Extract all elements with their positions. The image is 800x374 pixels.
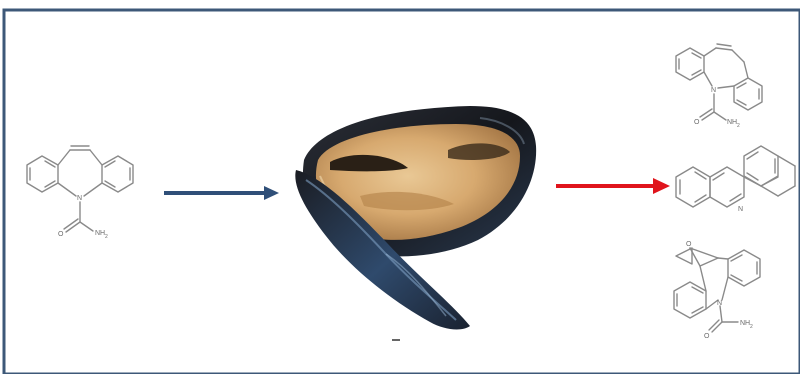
product3-nh-label: NH — [740, 320, 750, 327]
reactant-n-label: N — [77, 195, 82, 202]
mussel-photo-icon — [295, 106, 536, 340]
product1-nh-label: NH — [727, 119, 737, 126]
acridine-structure-icon — [676, 137, 795, 207]
product1-o-label: O — [694, 119, 700, 126]
iminostilbene-carboxamide-structure-icon — [676, 44, 762, 120]
product1-n-label: N — [711, 87, 716, 94]
product3-o-label: O — [704, 333, 710, 340]
reactant-nh-sub-label: 2 — [105, 234, 108, 240]
reactant-nh-label: NH — [95, 230, 105, 237]
reactant-o-label: O — [58, 231, 64, 238]
product3-epoxide-o-label: O — [686, 241, 692, 248]
arrow-to-mussel-icon — [164, 186, 279, 200]
carbamazepine-structure-icon — [27, 146, 133, 232]
product3-n-label: N — [717, 300, 722, 307]
product3-nh-sub-label: 2 — [750, 324, 753, 330]
product2-n-label: N — [738, 206, 743, 213]
product1-nh-sub-label: 2 — [737, 123, 740, 129]
arrow-to-products-icon — [556, 178, 670, 194]
